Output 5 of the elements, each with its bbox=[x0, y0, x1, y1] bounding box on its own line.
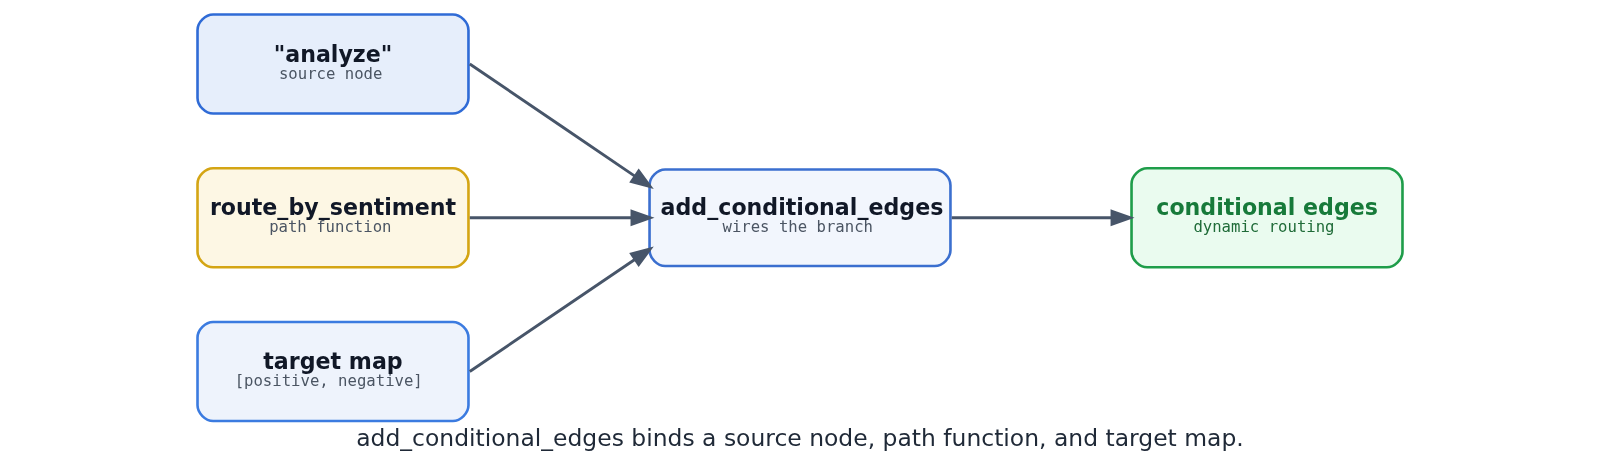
arrow bbox=[469, 209, 655, 227]
arrow bbox=[468, 246, 654, 373]
arrow bbox=[468, 62, 654, 189]
caption: add_conditional_edges binds a source node, path function, and target map. bbox=[356, 424, 1244, 453]
arrow bbox=[951, 209, 1135, 227]
